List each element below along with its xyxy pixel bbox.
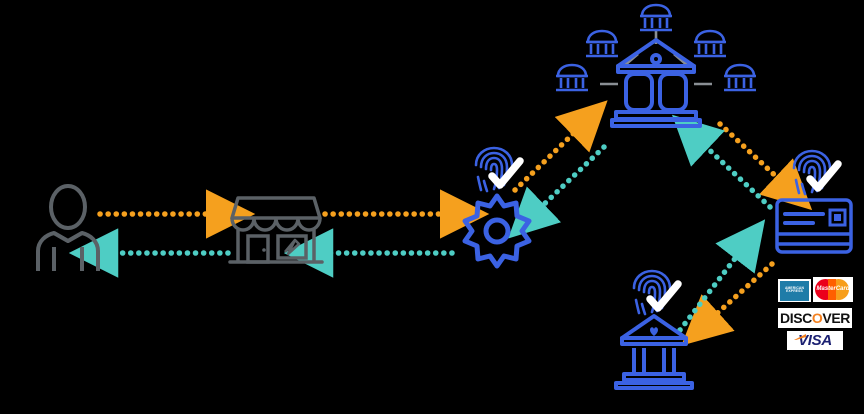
flow-card-to-network [671,114,773,210]
issuing-bank-icon[interactable]: Issuing bank [612,308,696,390]
discover-logo[interactable]: DISCOVER [778,308,852,328]
flow-network-to-card [717,121,813,211]
visa-logo[interactable]: VISA [787,331,843,350]
flow-network-to-processor [508,144,607,239]
satellite-bank-right [724,63,756,92]
flow-issuing-bank-to-card [677,219,766,333]
amex-label: AMERICAN EXPRESS [784,285,805,294]
credit-card-icon[interactable]: Credit card [775,198,853,254]
issuing-bank-auth-badge[interactable]: Verified [628,266,684,322]
payment-processor-icon[interactable]: Payment processor [458,192,536,270]
mastercard-overlap [828,279,836,300]
satellite-bank-top [640,3,672,32]
flow-processor-to-network [512,100,608,193]
satellite-bank-upper-right [694,29,726,58]
visa-swoosh-icon [794,334,806,340]
fingerprint-check-icon [474,146,524,193]
merchant-store-icon[interactable]: Merchant [228,192,324,268]
discover-label: DISCOVER [780,310,850,326]
fingerprint-check-icon [792,149,842,196]
mastercard-logo[interactable]: MasterCard [813,277,853,302]
bank-icon [614,314,694,390]
bank-network-icon[interactable]: Banking network [556,2,756,128]
processor-auth-badge[interactable]: Verified [470,143,526,199]
card-auth-badge[interactable]: Verified [788,146,844,202]
gear-icon [462,193,532,269]
fingerprint-check-icon [632,269,682,316]
american-express-logo[interactable]: AMERICAN EXPRESS [778,279,811,302]
satellite-bank-left [556,63,588,92]
visa-label: VISA [798,332,832,349]
flow-card-to-issuing-bank [681,261,775,346]
central-bank-icon [610,38,702,128]
satellite-bank-upper-left [586,29,618,58]
customer-icon[interactable]: Customer [30,184,106,271]
mastercard-label: MasterCard [816,286,850,292]
